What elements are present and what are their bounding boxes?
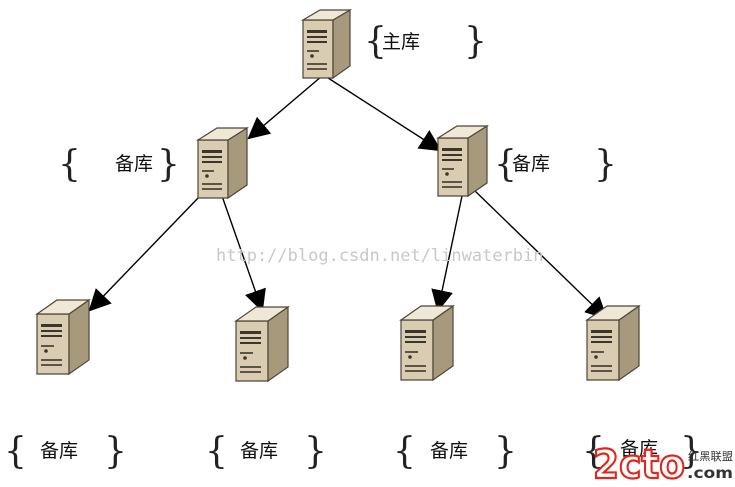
node-labels: { 主库 } { 备库 } { 备库 } { 备库 } { 备库 } { 备库 bbox=[4, 21, 703, 472]
server-icon-replica-rr bbox=[585, 304, 641, 382]
node-label-replica-lr: 备库 bbox=[240, 440, 278, 462]
brace-open: { bbox=[58, 144, 81, 185]
server-icon-replica-lr bbox=[234, 305, 290, 383]
servers bbox=[35, 8, 641, 383]
node-label-replica-rr: 备库 bbox=[620, 438, 658, 460]
node-label-replica-ll: 备库 bbox=[40, 440, 78, 462]
brace-close: } bbox=[594, 144, 617, 185]
logo-cn-text: 红黑联盟 bbox=[688, 450, 733, 463]
server-icon-replica-rl bbox=[399, 304, 455, 382]
annotation-replica-rl: { 备库 } bbox=[393, 431, 517, 472]
brace-open: { bbox=[582, 431, 605, 472]
site-logo: 2cto .com 红黑联盟 bbox=[592, 441, 733, 487]
brace-close: } bbox=[104, 431, 127, 472]
brace-close: } bbox=[494, 431, 517, 472]
server-icon-replica-ll bbox=[35, 298, 91, 376]
edge-replica-left-to-ll bbox=[88, 195, 201, 312]
logo-brand: 2cto bbox=[593, 442, 685, 487]
brace-open: { bbox=[393, 431, 416, 472]
logo-suffix: .com bbox=[687, 464, 733, 482]
brace-open: { bbox=[205, 431, 228, 472]
server-icon-replica-right bbox=[435, 124, 490, 198]
annotation-replica-rr: { 备库 } bbox=[582, 431, 703, 472]
node-label-replica-rl: 备库 bbox=[430, 440, 468, 462]
edges bbox=[88, 75, 608, 320]
brace-open: { bbox=[364, 21, 387, 62]
node-label-replica-right: 备库 bbox=[512, 153, 550, 175]
edge-primary-to-replica-left bbox=[247, 75, 323, 140]
brace-close: } bbox=[680, 431, 703, 472]
edge-replica-left-to-lr bbox=[221, 195, 266, 313]
server-icon-replica-left bbox=[195, 126, 250, 200]
server-icon-primary bbox=[300, 8, 353, 80]
annotation-replica-left: { 备库 } bbox=[58, 144, 180, 185]
brace-close: } bbox=[304, 431, 327, 472]
brace-open: { bbox=[4, 431, 27, 472]
node-label-replica-left: 备库 bbox=[115, 153, 153, 175]
annotation-replica-right: { 备库 } bbox=[494, 144, 617, 185]
edge-replica-right-to-rr bbox=[473, 189, 608, 320]
brace-close: } bbox=[157, 144, 180, 185]
node-label-primary: 主库 bbox=[382, 31, 420, 53]
edge-replica-right-to-rl bbox=[431, 195, 463, 313]
watermark-text: http://blog.csdn.net/linwaterbin bbox=[216, 246, 544, 266]
brace-open: { bbox=[494, 144, 517, 185]
annotation-replica-ll: { 备库 } bbox=[4, 431, 127, 472]
edge-primary-to-replica-right bbox=[324, 75, 442, 152]
annotation-replica-lr: { 备库 } bbox=[205, 431, 327, 472]
brace-close: } bbox=[464, 21, 487, 62]
annotation-primary: { 主库 } bbox=[364, 21, 487, 62]
